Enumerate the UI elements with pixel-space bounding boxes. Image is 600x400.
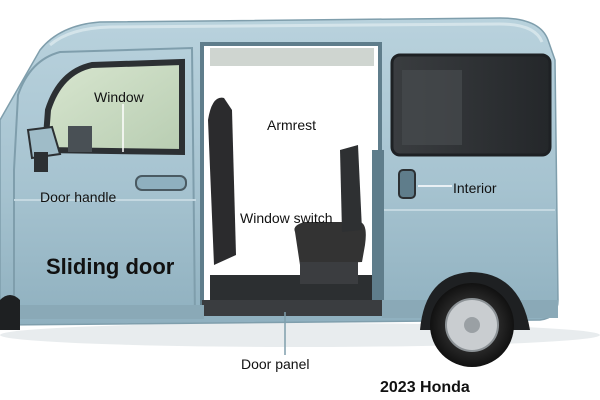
rear-seat-back	[340, 145, 362, 232]
seat-back	[208, 97, 236, 265]
front-door-outline	[13, 46, 197, 319]
label-door-handle: Door handle	[40, 189, 117, 205]
label-window: Window	[94, 89, 144, 105]
rear-window-reflection	[402, 70, 462, 145]
label-interior: Interior	[453, 180, 497, 196]
door-sill	[202, 300, 382, 316]
front-door-handle	[135, 175, 187, 191]
window-pillar	[68, 126, 92, 152]
front-window-glass	[41, 58, 185, 156]
cabin-ceiling	[210, 48, 374, 66]
rear-seat	[294, 222, 366, 265]
label-door-panel: Door panel	[241, 356, 310, 372]
rear-handle	[398, 169, 416, 199]
slide-door-edge	[372, 150, 384, 300]
label-armrest: Armrest	[267, 117, 316, 133]
front-wheel-partial	[0, 295, 20, 330]
mirror-mount	[34, 152, 48, 172]
seat-base	[300, 262, 358, 284]
rear-hub	[464, 317, 480, 333]
label-sliding-door: Sliding door	[46, 254, 175, 279]
caption: 2023 Honda	[380, 379, 470, 396]
roof-highlight	[49, 22, 544, 47]
front-rocker	[14, 305, 204, 319]
side-mirror	[26, 125, 62, 160]
label-window-switch: Window switch	[240, 210, 333, 226]
